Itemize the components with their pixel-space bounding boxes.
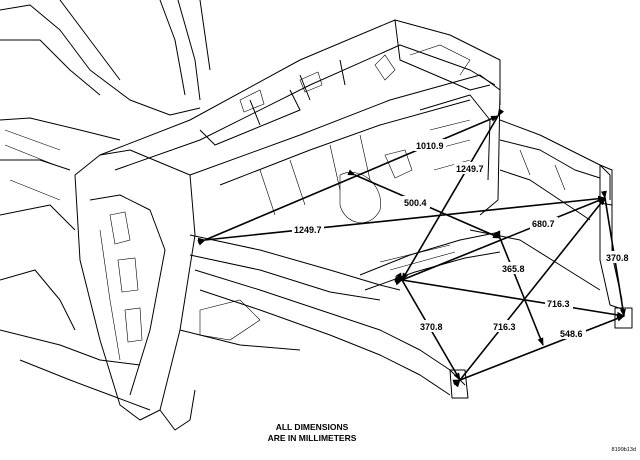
vehicle-body-outline bbox=[0, 0, 633, 431]
figure-id: 8199b13d bbox=[612, 447, 636, 453]
dim-label-680-7: 680.7 bbox=[532, 219, 555, 229]
dim-line-548-6 bbox=[452, 315, 625, 386]
dim-line-1010-9 bbox=[197, 115, 499, 246]
dim-label-370-8-left: 370.8 bbox=[420, 322, 443, 332]
dim-label-370-8-right: 370.8 bbox=[606, 253, 629, 263]
dim-label-1249-7-a: 1249.7 bbox=[456, 164, 484, 174]
dim-label-365-8: 365.8 bbox=[502, 264, 525, 274]
dimension-lines bbox=[197, 108, 626, 388]
dim-label-716-3-diagonal: 716.3 bbox=[493, 322, 516, 332]
dim-label-500-4: 500.4 bbox=[404, 198, 427, 208]
units-note-line-2: ARE IN MILLIMETERS bbox=[268, 433, 357, 443]
units-note-line-1: ALL DIMENSIONS bbox=[276, 422, 349, 432]
dim-label-1010-9: 1010.9 bbox=[416, 141, 444, 151]
dim-label-716-3-horizontal: 716.3 bbox=[547, 299, 570, 309]
dimension-labels: 1010.9 1249.7 500.4 1249.7 680.7 365.8 3… bbox=[292, 139, 632, 339]
dim-label-1249-7-b: 1249.7 bbox=[294, 225, 322, 235]
dim-label-548-6: 548.6 bbox=[560, 329, 583, 339]
dim-line-716-3-horizontal bbox=[394, 275, 625, 318]
